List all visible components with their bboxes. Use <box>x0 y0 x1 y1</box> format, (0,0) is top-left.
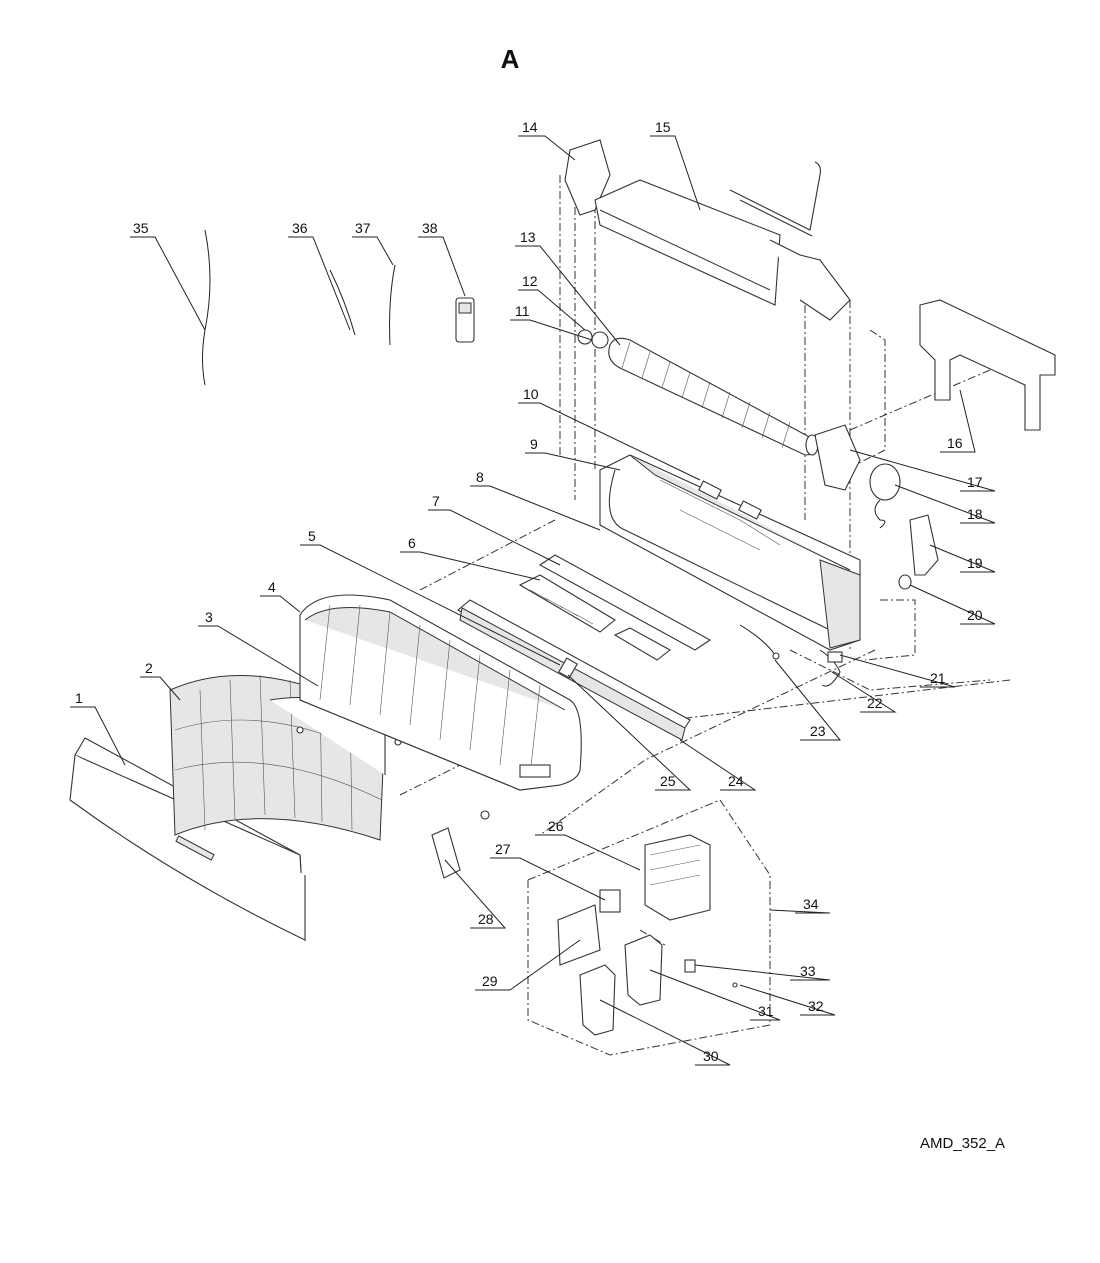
callout-13: 13 <box>520 229 536 245</box>
callout-28: 28 <box>478 911 494 927</box>
callout-30: 30 <box>703 1048 719 1064</box>
callout-9: 9 <box>530 436 538 452</box>
side-cover <box>909 514 939 576</box>
callout-11: 11 <box>515 303 530 319</box>
callout-3: 3 <box>205 609 213 625</box>
air-filters <box>169 674 386 841</box>
callout-6: 6 <box>408 535 416 551</box>
callout-38: 38 <box>422 220 438 236</box>
callout-22: 22 <box>867 695 883 711</box>
sensor-cable <box>739 624 780 660</box>
callout-32: 32 <box>808 998 824 1014</box>
front-casing <box>299 594 582 791</box>
left-bracket <box>564 139 611 216</box>
front-panel <box>69 737 306 942</box>
callout-35: 35 <box>133 220 149 236</box>
callout-4: 4 <box>268 579 276 595</box>
evaporator <box>594 161 851 321</box>
callout-16: 16 <box>947 435 963 451</box>
callout-19: 19 <box>967 555 983 571</box>
callout-24: 24 <box>728 773 744 789</box>
callout-21: 21 <box>930 670 946 686</box>
callout-17: 17 <box>967 474 983 490</box>
display-board <box>431 827 461 879</box>
louvers <box>457 599 691 741</box>
fan-motor <box>869 463 901 529</box>
callout-15: 15 <box>655 119 671 135</box>
diagram-title: A <box>500 44 520 74</box>
mounting-plate <box>919 299 1056 431</box>
callout-18: 18 <box>967 506 983 522</box>
callout-36: 36 <box>292 220 308 236</box>
callout-25: 25 <box>660 773 676 789</box>
callout-29: 29 <box>482 973 498 989</box>
cross-flow-fan <box>577 329 819 456</box>
callout-14: 14 <box>522 119 538 135</box>
wiring-harness <box>819 649 843 687</box>
callout-27: 27 <box>495 841 511 857</box>
swing-blades <box>518 554 712 661</box>
callout-10: 10 <box>523 386 539 402</box>
control-box <box>557 834 738 1036</box>
callout-2: 2 <box>145 660 153 676</box>
remote-control <box>455 297 475 343</box>
callout-33: 33 <box>800 963 816 979</box>
bushing <box>898 574 912 590</box>
leader-lines <box>70 135 996 1066</box>
callout-12: 12 <box>522 273 538 289</box>
main-chassis <box>599 454 861 651</box>
loose-cables <box>202 229 396 386</box>
right-bracket <box>814 424 861 491</box>
callout-8: 8 <box>476 469 484 485</box>
callout-7: 7 <box>432 493 440 509</box>
callout-20: 20 <box>967 607 983 623</box>
callout-26: 26 <box>548 818 564 834</box>
callout-23: 23 <box>810 723 826 739</box>
reference-code: AMD_352_A <box>920 1135 1006 1152</box>
callout-1: 1 <box>75 690 83 706</box>
callout-31: 31 <box>758 1003 774 1019</box>
callout-34: 34 <box>803 896 819 912</box>
callout-5: 5 <box>308 528 316 544</box>
callout-37: 37 <box>355 220 371 236</box>
